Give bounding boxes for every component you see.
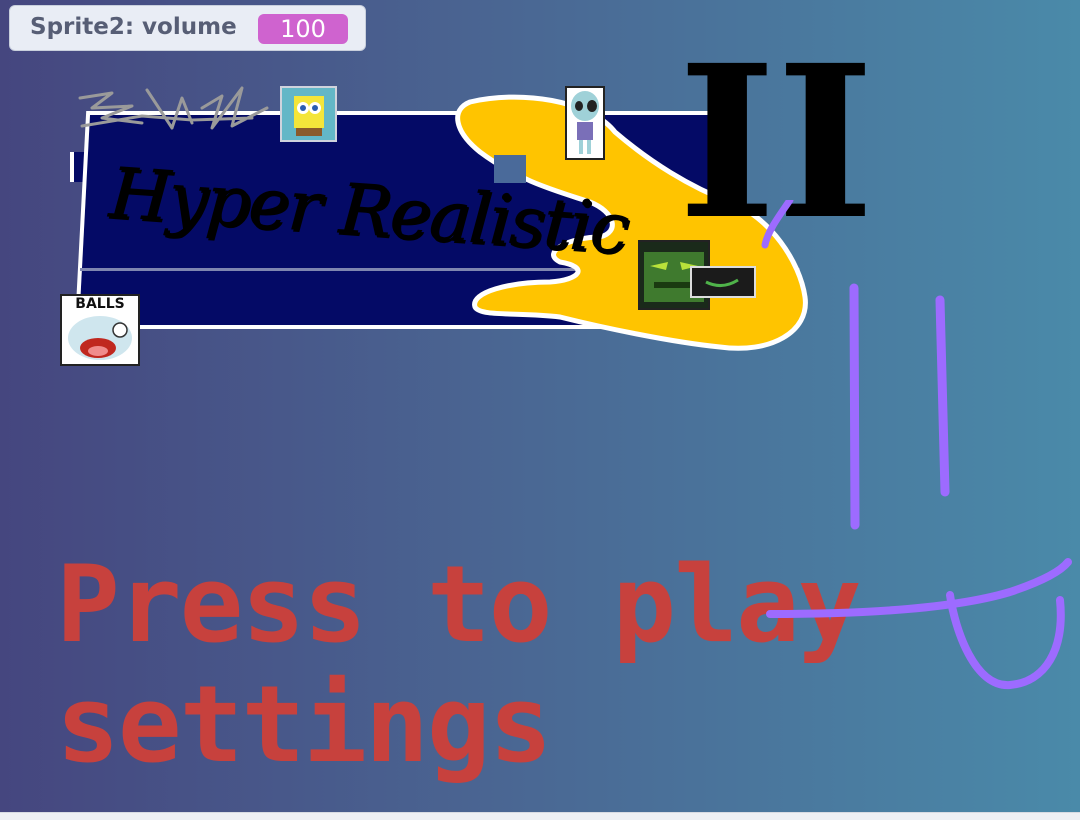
title-banner-stripe	[80, 268, 800, 271]
pause-drawing-icon[interactable]	[760, 200, 1080, 700]
monster-sprite-overlay[interactable]	[690, 266, 756, 298]
monster-face-icon	[705, 278, 739, 287]
small-square	[494, 155, 526, 183]
alien-sprite-icon	[571, 91, 599, 154]
balls-sprite-icon	[68, 316, 132, 360]
monitor-label: Sprite2: volume	[30, 14, 237, 40]
balls-sprite[interactable]: BALLS	[60, 294, 140, 366]
scribble-signature-icon	[78, 86, 269, 130]
monitor-value: 100	[258, 14, 348, 44]
stage-bottom-edge	[0, 812, 1080, 820]
title-numeral: II	[678, 19, 875, 266]
play-button[interactable]: Press to play	[56, 543, 862, 666]
balls-label: BALLS	[75, 296, 125, 312]
volume-monitor: Sprite2: volume 100	[9, 5, 366, 51]
settings-button[interactable]: settings	[56, 663, 553, 786]
spongebob-sprite-icon	[294, 96, 324, 136]
spongebob-sprite[interactable]	[280, 86, 337, 142]
alien-sprite[interactable]	[565, 86, 605, 160]
